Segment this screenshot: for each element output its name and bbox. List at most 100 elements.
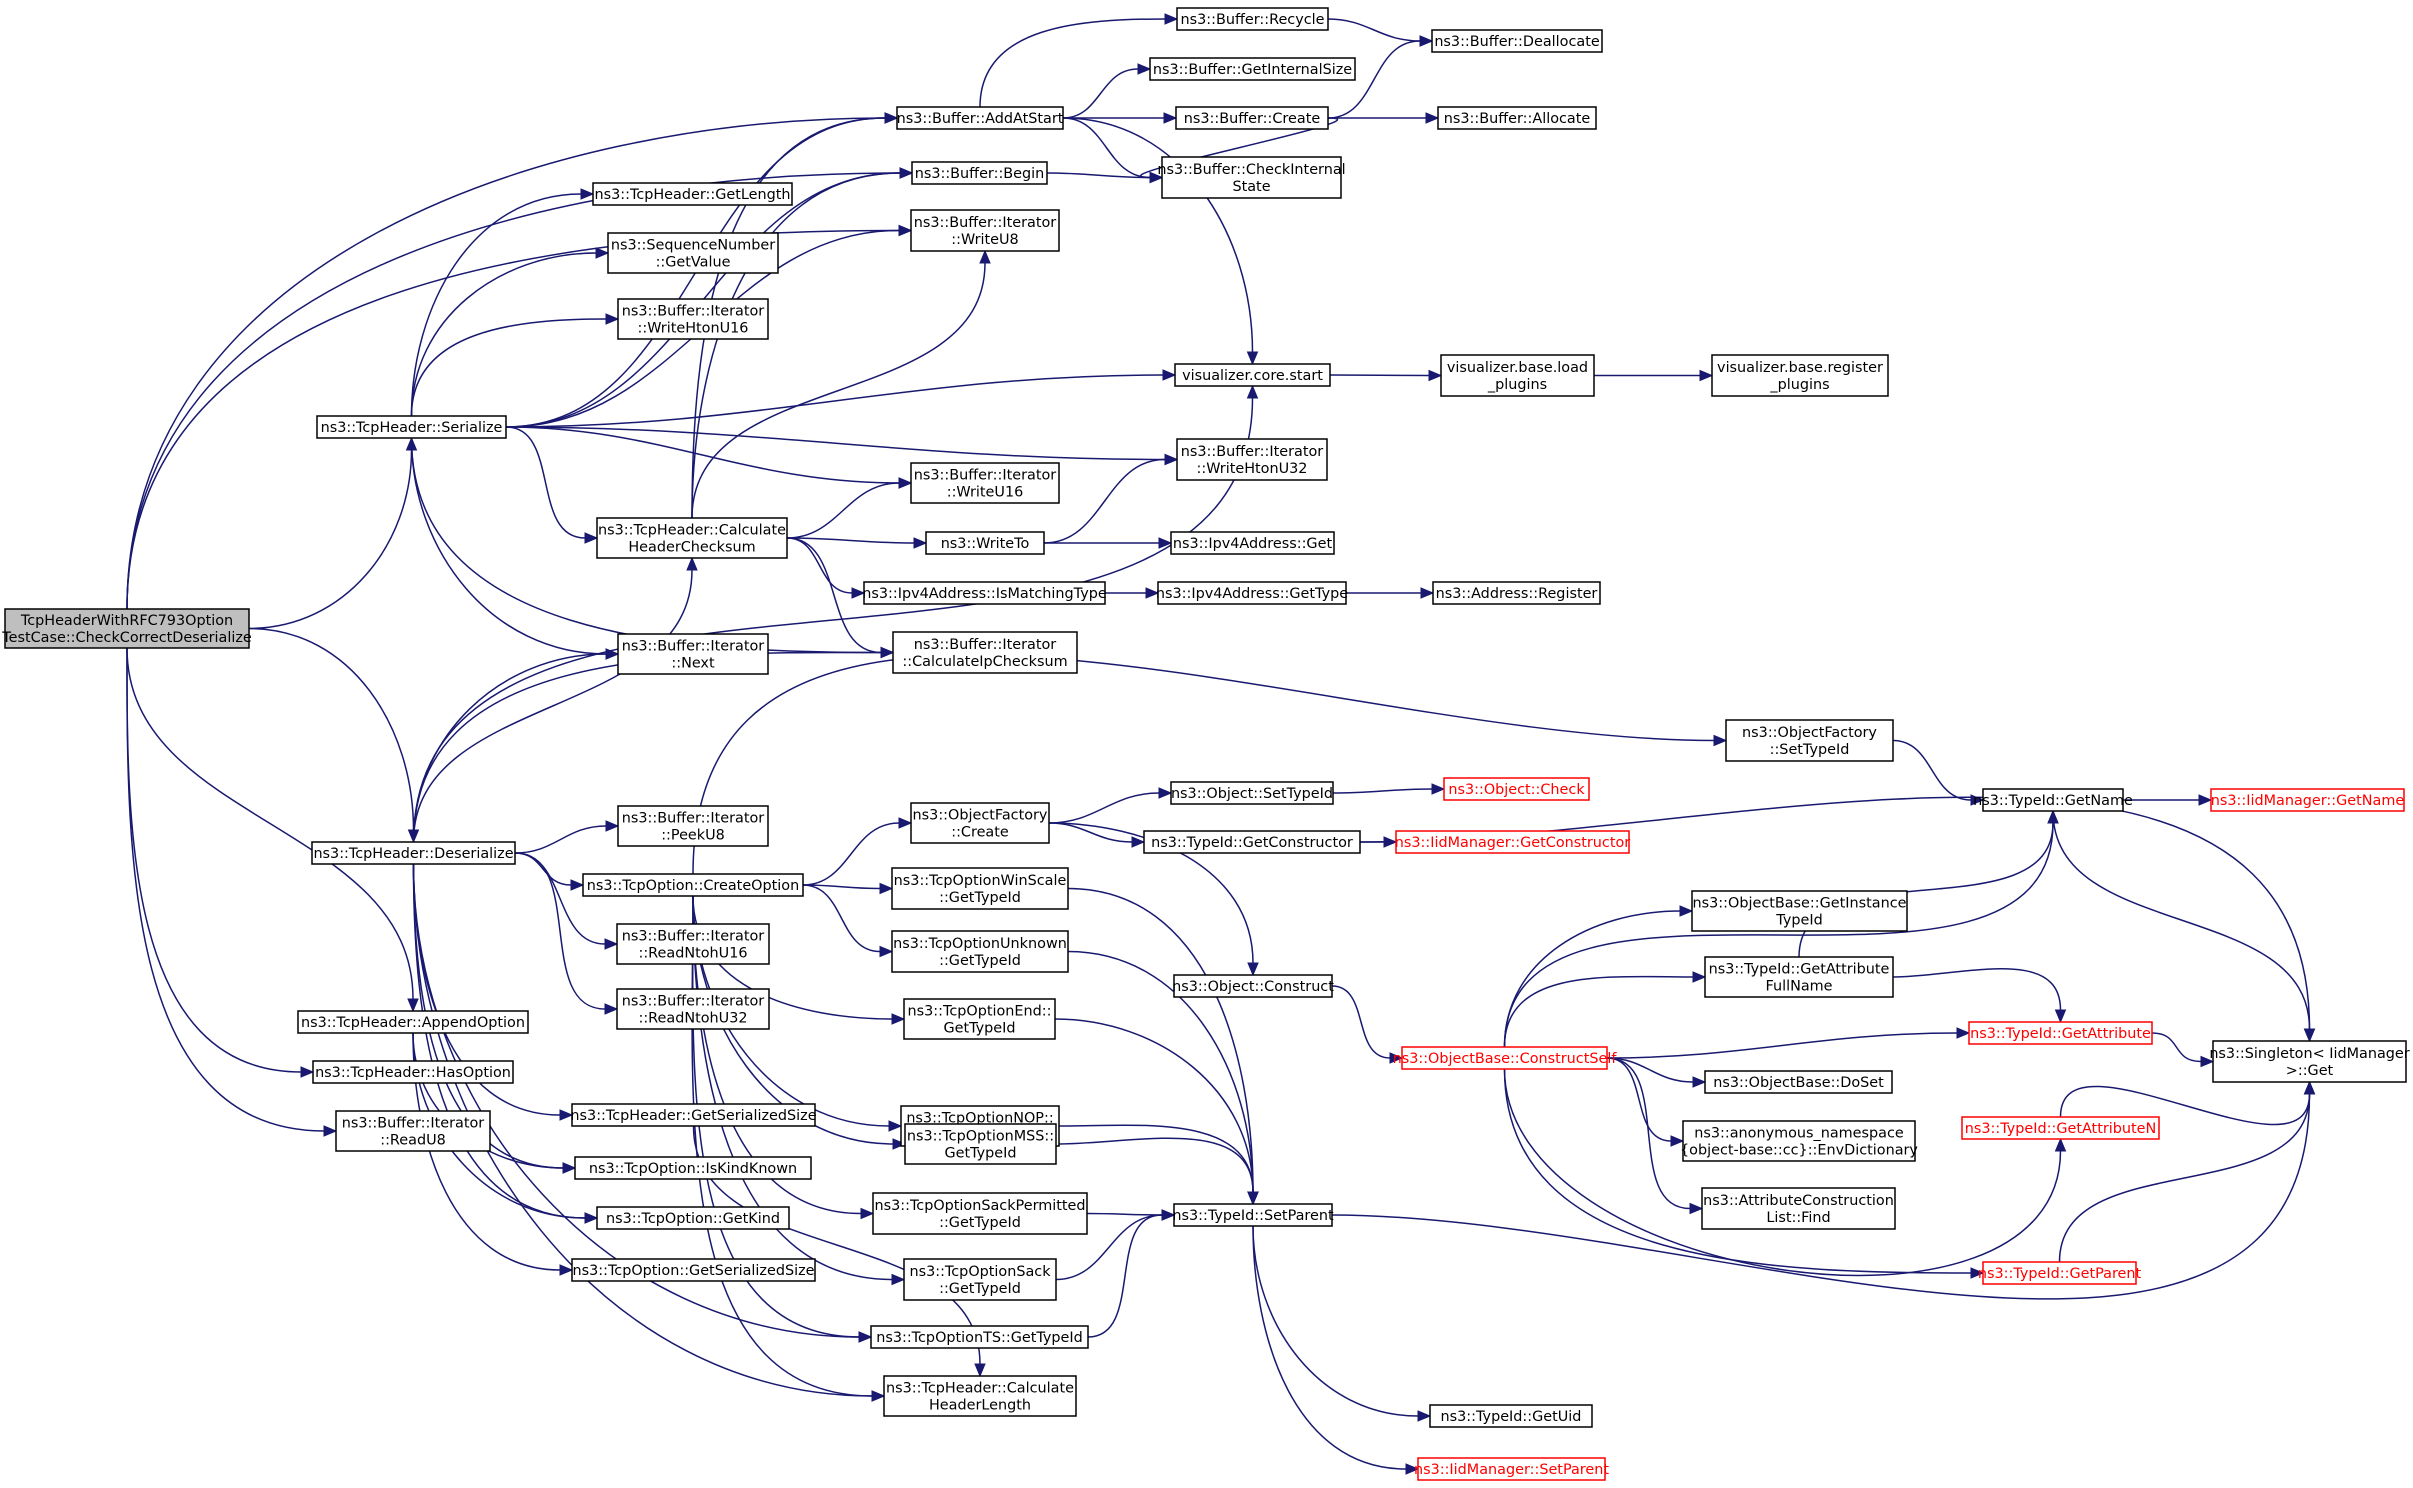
node-label: ns3::IidManager::GetConstructor [1395, 835, 1631, 851]
function-node-root[interactable]: TcpHeaderWithRFC793OptionTestCase::Check… [1, 608, 252, 649]
function-node-addatstart[interactable]: ns3::Buffer::AddAtStart [896, 106, 1064, 130]
arrowhead-icon [1970, 794, 1985, 806]
function-node-readntohu16[interactable]: ns3::Buffer::Iterator::ReadNtohU16 [616, 923, 770, 965]
function-node-objcheck[interactable]: ns3::Object::Check [1443, 777, 1590, 801]
function-node-getlength[interactable]: ns3::TcpHeader::GetLength [592, 182, 793, 206]
arrowhead-icon [891, 1273, 906, 1286]
call-edge-ofcreate-to-objconstruct [1048, 822, 1259, 977]
function-node-writeu8[interactable]: ns3::Buffer::Iterator::WriteU8 [910, 209, 1060, 252]
function-node-writeu16[interactable]: ns3::Buffer::Iterator::WriteU16 [910, 462, 1060, 504]
node-box [1161, 156, 1342, 199]
function-node-readu8[interactable]: ns3::Buffer::Iterator::ReadU8 [335, 1110, 491, 1152]
function-node-createopt[interactable]: ns3::TcpOption::CreateOption [582, 873, 804, 897]
node-label: ns3::Buffer::Iterator [622, 929, 765, 945]
function-node-peeku8[interactable]: ns3::Buffer::Iterator::PeekU8 [617, 805, 769, 847]
node-label: ns3::IidManager::SetParent [1414, 1462, 1609, 1478]
function-node-alloc[interactable]: ns3::Buffer::Allocate [1437, 106, 1597, 130]
function-node-sackperm[interactable]: ns3::TcpOptionSackPermitted::GetTypeId [872, 1192, 1088, 1235]
arrowhead-icon [2198, 794, 2213, 806]
function-node-recycle[interactable]: ns3::Buffer::Recycle [1176, 7, 1329, 31]
function-node-ofcreate[interactable]: ns3::ObjectFactory::Create [910, 802, 1050, 844]
edge-line [412, 863, 586, 1219]
function-node-envdict[interactable]: ns3::anonymous_namespace{object-base::cc… [1680, 1120, 1918, 1162]
function-node-addrreg[interactable]: ns3::Address::Register [1432, 581, 1601, 605]
function-node-getsersize[interactable]: ns3::TcpHeader::GetSerializedSize [570, 1103, 817, 1127]
node-box [617, 633, 769, 675]
function-node-doset[interactable]: ns3::ObjectBase::DoSet [1704, 1070, 1893, 1094]
function-node-writehtonu32[interactable]: ns3::Buffer::Iterator::WriteHtonU32 [1176, 438, 1328, 481]
function-node-singleton[interactable]: ns3::Singleton< IidManager>::Get [2209, 1040, 2410, 1083]
function-node-getinternalsize[interactable]: ns3::Buffer::GetInternalSize [1149, 57, 1356, 81]
arrowhead-icon [1246, 351, 1259, 366]
function-node-ismatching[interactable]: ns3::Ipv4Address::IsMatchingType [862, 581, 1107, 605]
function-node-readntohu32[interactable]: ns3::Buffer::Iterator::ReadNtohU32 [616, 988, 770, 1030]
function-node-setparent[interactable]: ns3::TypeId::SetParent [1172, 1203, 1334, 1227]
function-node-getctor[interactable]: ns3::TypeId::GetConstructor [1143, 830, 1361, 854]
function-node-constructself[interactable]: ns3::ObjectBase::ConstructSelf [1393, 1046, 1618, 1070]
function-node-deser[interactable]: ns3::TcpHeader::Deserialize [311, 841, 516, 865]
function-node-vizload[interactable]: visualizer.base.load_plugins [1440, 354, 1595, 397]
function-node-unknown[interactable]: ns3::TcpOptionUnknown::GetTypeId [891, 930, 1069, 973]
function-node-optgetsersize[interactable]: ns3::TcpOption::GetSerializedSize [571, 1258, 816, 1282]
function-node-vizreg[interactable]: visualizer.base.register_plugins [1711, 354, 1889, 397]
function-node-sack[interactable]: ns3::TcpOptionSack::GetTypeId [903, 1258, 1057, 1301]
edge-line [1503, 975, 1694, 1048]
node-box [607, 232, 779, 274]
function-node-ipv4get[interactable]: ns3::Ipv4Address::Get [1170, 531, 1335, 555]
function-node-iidgetctor[interactable]: ns3::IidManager::GetConstructor [1395, 830, 1631, 854]
function-node-create[interactable]: ns3::Buffer::Create [1175, 106, 1329, 130]
function-node-next[interactable]: ns3::Buffer::Iterator::Next [617, 633, 769, 675]
function-node-objconstruct[interactable]: ns3::Object::Construct [1172, 974, 1334, 998]
function-node-winscale[interactable]: ns3::TcpOptionWinScale::GetTypeId [891, 867, 1069, 910]
function-node-iidsetparent[interactable]: ns3::IidManager::SetParent [1414, 1457, 1609, 1481]
call-edge-root-to-ser [248, 436, 418, 630]
node-label: ::WriteHtonU32 [1197, 461, 1308, 477]
function-node-getuid[interactable]: ns3::TypeId::GetUid [1429, 1404, 1593, 1428]
call-edge-calchk-to-writeto [786, 537, 928, 549]
function-node-optmss[interactable]: ns3::TcpOptionMSS::GetTypeId [904, 1123, 1057, 1165]
function-node-ofsettype[interactable]: ns3::ObjectFactory::SetTypeId [1725, 719, 1894, 762]
function-node-getparent[interactable]: ns3::TypeId::GetParent [1978, 1261, 2142, 1285]
edge-line [1087, 1214, 1163, 1338]
function-node-getname[interactable]: ns3::TypeId::GetName [1973, 788, 2133, 812]
node-box [911, 161, 1048, 185]
function-node-getkind[interactable]: ns3::TcpOption::GetKind [596, 1206, 790, 1230]
node-label: ns3::Object::Check [1448, 782, 1585, 798]
function-node-dealloc[interactable]: ns3::Buffer::Deallocate [1431, 29, 1603, 53]
function-node-gettype[interactable]: ns3::Ipv4Address::GetType [1156, 581, 1348, 605]
call-edge-ser-to-begin [505, 167, 914, 428]
function-node-writehtonu16[interactable]: ns3::Buffer::Iterator::WriteHtonU16 [617, 298, 769, 340]
function-node-vizstart[interactable]: visualizer.core.start [1174, 363, 1331, 387]
function-node-iskindknown[interactable]: ns3::TcpOption::IsKindKnown [574, 1156, 812, 1180]
function-node-getattr[interactable]: ns3::TypeId::GetAttribute [1968, 1021, 2153, 1045]
node-box [925, 531, 1045, 555]
node-box [316, 415, 507, 439]
function-node-ser[interactable]: ns3::TcpHeader::Serialize [316, 415, 507, 439]
edge-line [2151, 1032, 2202, 1063]
function-node-getattrn[interactable]: ns3::TypeId::GetAttributeN [1961, 1116, 2160, 1140]
function-node-optend[interactable]: ns3::TcpOptionEnd::GetTypeId [903, 998, 1056, 1040]
function-node-begin[interactable]: ns3::Buffer::Begin [911, 161, 1048, 185]
edge-line [505, 374, 1164, 428]
node-box [574, 1156, 812, 1180]
function-node-objsettype[interactable]: ns3::Object::SetTypeId [1170, 781, 1334, 805]
function-node-append[interactable]: ns3::TcpHeader::AppendOption [297, 1010, 529, 1034]
function-node-writeto[interactable]: ns3::WriteTo [925, 531, 1045, 555]
function-node-calcip[interactable]: ns3::Buffer::Iterator::CalculateIpChecks… [892, 631, 1078, 674]
function-node-seqget[interactable]: ns3::SequenceNumber::GetValue [607, 232, 779, 274]
function-node-optts[interactable]: ns3::TcpOptionTS::GetTypeId [870, 1325, 1089, 1349]
edge-line [1606, 1032, 1958, 1059]
node-label: ns3::Buffer::GetInternalSize [1153, 62, 1352, 78]
function-node-iidgetname[interactable]: ns3::IidManager::GetName [2210, 788, 2405, 812]
edge-line [410, 437, 882, 654]
function-node-hasopt[interactable]: ns3::TcpHeader::HasOption [312, 1060, 514, 1084]
arrowhead-icon [1956, 1027, 1971, 1039]
node-box [1443, 777, 1590, 801]
